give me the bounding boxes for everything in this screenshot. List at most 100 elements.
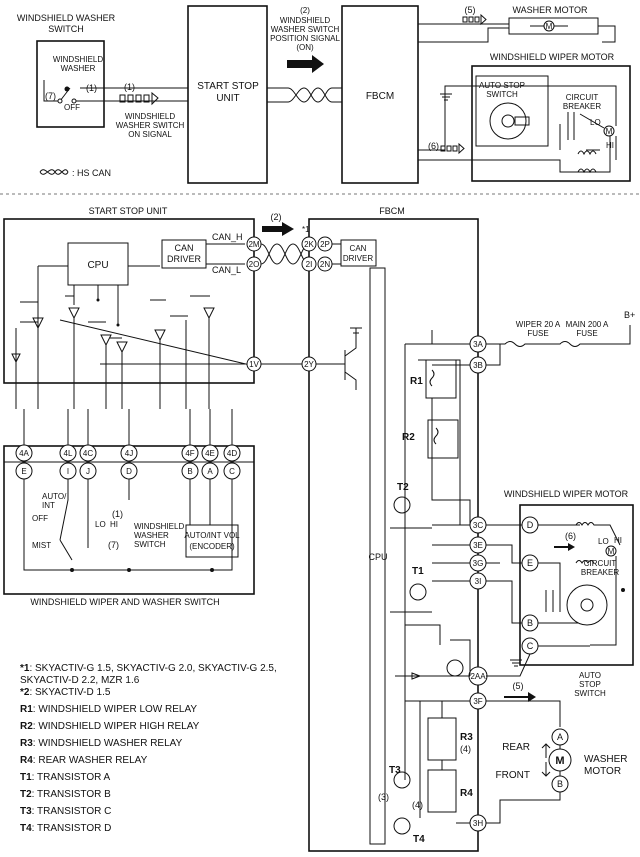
label-4a: (4) — [460, 744, 471, 754]
auto-stop-b1: AUTO — [579, 671, 601, 680]
bottom-start-stop-unit: START STOP UNIT CPU CAN DRIVER CAN_H CAN… — [3, 206, 255, 409]
fbcm-can-2: DRIVER — [343, 254, 373, 263]
fbcm-title-bottom: FBCM — [379, 206, 405, 216]
r1-label: R1 — [410, 376, 423, 387]
r3-label: R3 — [460, 732, 473, 743]
top-washer-motor-label: WASHER MOTOR — [512, 5, 588, 15]
svg-text:3A: 3A — [473, 340, 483, 349]
conn-a: A — [201, 462, 219, 480]
hs-can-label: : HS CAN — [72, 168, 111, 178]
encoder-box — [185, 524, 239, 558]
top-wiper-motor-label: WINDSHIELD WIPER MOTOR — [490, 52, 615, 62]
svg-text:4F: 4F — [185, 449, 194, 458]
washer-pin-a: A — [551, 728, 569, 746]
svg-text:3I: 3I — [475, 577, 482, 586]
pin-3e: 3E — [469, 536, 487, 554]
top-start-stop-unit: START STOP UNIT — [187, 5, 268, 184]
t1-label: T1 — [412, 566, 424, 577]
washer-inner-2: WASHER — [61, 64, 96, 73]
fbcm-cpu-bar — [369, 267, 386, 845]
signal-arrow-icon — [462, 13, 487, 26]
conn-4e: 4E — [201, 444, 219, 462]
pin-3a: 3A — [469, 335, 487, 353]
rear-label: REAR — [502, 742, 530, 753]
motor-cb-2: BREAKER — [581, 568, 619, 577]
cb-2: BREAKER — [563, 102, 601, 111]
pos-signal-1: WINDSHIELD — [280, 16, 330, 25]
pin-2i — [301, 256, 317, 272]
sw-mist: MIST — [32, 541, 51, 550]
motor-pin-d: D — [521, 516, 539, 534]
on-signal-1: WINDSHIELD — [125, 112, 175, 121]
fbcm-can-driver — [340, 239, 377, 267]
motor-pin-b: B — [521, 614, 539, 632]
sw-off: OFF — [32, 514, 48, 523]
svg-text:4D: 4D — [227, 449, 237, 458]
sw-auto-2: INT — [42, 501, 55, 510]
svg-text:R3: WINDSHIELD WASHER RELAY: R3: WINDSHIELD WASHER RELAY — [20, 738, 183, 749]
conn-4c: 4C — [79, 444, 97, 462]
wiper-fuse-2: FUSE — [527, 329, 548, 338]
conn-4j: 4J — [120, 444, 138, 462]
bottom-relays: R1 R2 T2 T1 R3 R4 (4) (4) T3 (3) T4 — [378, 330, 473, 845]
svg-text:E: E — [21, 467, 26, 476]
washer-motor-b1: WASHER — [584, 754, 628, 765]
pin-3g: 3G — [469, 554, 487, 572]
pin-2y-label: 2Y — [304, 360, 314, 369]
sw-hi: HI — [110, 520, 118, 529]
svg-text:I: I — [67, 467, 69, 476]
sw-lo: LO — [95, 520, 106, 529]
conn-4a: 4A — [15, 444, 33, 462]
top-label-1: (1) — [86, 83, 97, 93]
auto-stop-2: SWITCH — [486, 90, 518, 99]
top-washer-switch: WINDSHIELD WASHER SWITCH WINDSHIELD WASH… — [17, 13, 116, 128]
svg-text:4C: 4C — [83, 449, 93, 458]
conn-i: I — [59, 462, 77, 480]
pin-2m-label: 2M — [248, 240, 259, 249]
fbcm-cpu-label: CPU — [368, 552, 387, 562]
wiper-fuse-1: WIPER 20 A — [516, 320, 561, 329]
svg-text:T2: TRANSISTOR B: T2: TRANSISTOR B — [20, 789, 111, 800]
pin-3c: 3C — [469, 516, 487, 534]
top-can-link: (2) WINDSHIELD WASHER SWITCH POSITION SI… — [267, 6, 342, 103]
washer-inner-1: WINDSHIELD — [53, 55, 103, 64]
label-6-bottom: (6) — [565, 531, 576, 541]
pin-2i-label: 2I — [306, 260, 313, 269]
conn-e: E — [15, 462, 33, 480]
pos-signal-3: POSITION SIGNAL — [270, 34, 340, 43]
ssu-bottom-box — [3, 218, 255, 384]
svg-text:T4: TRANSISTOR D: T4: TRANSISTOR D — [20, 823, 111, 834]
legend: *1: SKYACTIV-G 1.5, SKYACTIV-G 2.0, SKYA… — [20, 663, 277, 834]
bottom-wiper-switch: 4A 4L 4C 4J 4F 4E 4D E I J D B A C AUTO/… — [3, 409, 255, 607]
svg-text:J: J — [86, 467, 90, 476]
pin-2k-label: 2K — [304, 240, 314, 249]
sw-auto-1: AUTO/ — [42, 492, 67, 501]
motor-pin-e: E — [521, 554, 539, 572]
auto-stop-b2: STOP — [579, 680, 601, 689]
switch-title: WINDSHIELD WIPER AND WASHER SWITCH — [30, 597, 219, 607]
top-label-7: (7) — [45, 91, 56, 101]
wiper-m-top: M — [606, 127, 613, 136]
label-4b: (4) — [412, 800, 423, 810]
t2-label: T2 — [397, 482, 409, 493]
svg-text:T1: TRANSISTOR A: T1: TRANSISTOR A — [20, 772, 111, 783]
wiper-motor-box-top — [471, 65, 631, 182]
svg-text:D: D — [527, 520, 534, 530]
pin-2p-label: 2P — [320, 240, 330, 249]
r4-label: R4 — [460, 788, 473, 799]
washer-motor-b2: MOTOR — [584, 766, 621, 777]
washer-switch-title-2: SWITCH — [48, 24, 84, 34]
encoder-2: (ENCODER) — [189, 542, 235, 551]
transistor-t2 — [393, 496, 411, 514]
sw-washer-3: SWITCH — [134, 540, 166, 549]
relay-r2 — [427, 419, 459, 459]
can-arrow-icon — [287, 55, 324, 73]
pin-3b: 3B — [469, 356, 487, 374]
motor-title-bottom: WINDSHIELD WIPER MOTOR — [504, 489, 629, 499]
top-wiper-motor: WINDSHIELD WIPER MOTOR AUTO STOP SWITCH … — [418, 52, 631, 182]
washer-switch-box — [36, 40, 105, 128]
conn-b: B — [181, 462, 199, 480]
svg-text:*1: SKYACTIV-G 1.5, SKYACTIV-G: *1: SKYACTIV-G 1.5, SKYACTIV-G 2.0, SKYA… — [20, 663, 277, 674]
bottom-wiper-motor: WINDSHIELD WIPER MOTOR D E B C LO HI M C… — [486, 489, 634, 698]
top-off-label: OFF — [64, 103, 80, 112]
